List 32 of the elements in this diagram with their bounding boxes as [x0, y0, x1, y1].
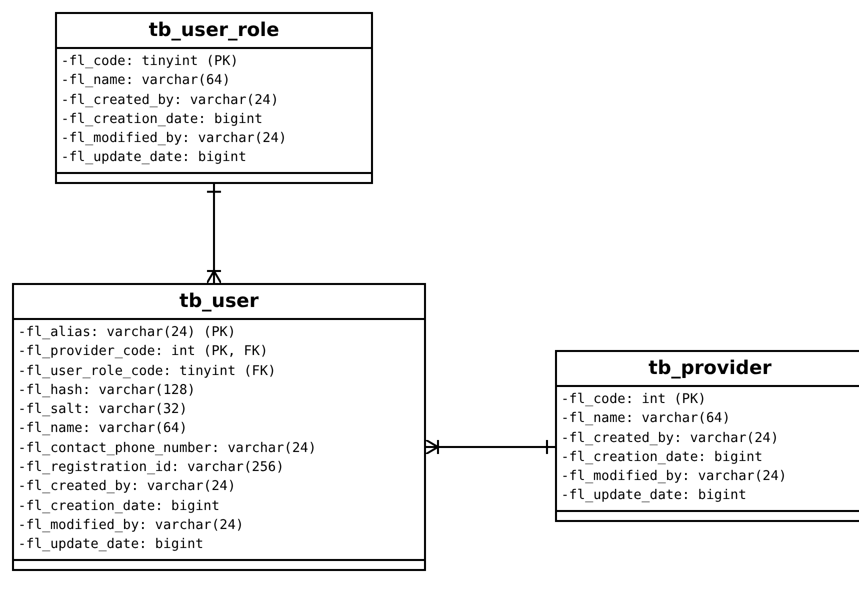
- attribute-text: -fl_created_by: varchar(24): [561, 430, 780, 448]
- relationship-line: [206, 184, 222, 284]
- entity-table: [555, 350, 859, 522]
- attribute-text: -fl_contact_phone_number: varchar(24): [18, 440, 318, 458]
- attribute-text: -fl_code: tinyint (PK): [61, 53, 240, 71]
- attribute-text: -fl_creation_date: bigint: [61, 110, 264, 129]
- attribute-text: -fl_alias: varchar(24) (PK): [18, 324, 237, 342]
- attribute-text: -fl_hash: varchar(128): [18, 382, 196, 400]
- attribute-text: -fl_creation_date: bigint: [18, 498, 221, 516]
- attribute-text: -fl_registration_id: varchar(256): [18, 459, 286, 478]
- attribute-text: -fl_update_date: bigint: [561, 487, 748, 506]
- entity-table: [55, 12, 373, 184]
- attribute-text: -fl_provider_code: int (PK, FK): [18, 343, 269, 362]
- attribute-text: -fl_code: int (PK): [561, 391, 708, 409]
- attribute-text: -fl_creation_date: bigint: [561, 448, 764, 467]
- attribute-text: -fl_user_role_code: tinyint (FK): [18, 362, 277, 381]
- attribute-text: -fl_update_date: bigint: [61, 149, 248, 168]
- attribute-text: -fl_modified_by: varchar(24): [561, 468, 788, 486]
- attribute-text: -fl_name: varchar(64): [61, 72, 232, 90]
- attribute-text: -fl_salt: varchar(32): [18, 401, 188, 420]
- attribute-text: -fl_name: varchar(64): [561, 410, 732, 428]
- relationship-line: [425, 439, 555, 455]
- entity-name: tb_user: [14, 285, 424, 320]
- attribute-text: -fl_modified_by: varchar(24): [61, 130, 288, 148]
- entity-name: tb_provider: [557, 352, 859, 387]
- attribute-text: -fl_created_by: varchar(24): [61, 92, 280, 110]
- entity-name: tb_user_role: [57, 14, 371, 49]
- attribute-text: -fl_update_date: bigint: [18, 536, 204, 554]
- attribute-text: -fl_modified_by: varchar(24): [18, 516, 245, 535]
- attribute-text: -fl_created_by: varchar(24): [18, 478, 237, 496]
- attribute-text: -fl_name: varchar(64): [18, 420, 188, 438]
- entity-table: [12, 283, 426, 571]
